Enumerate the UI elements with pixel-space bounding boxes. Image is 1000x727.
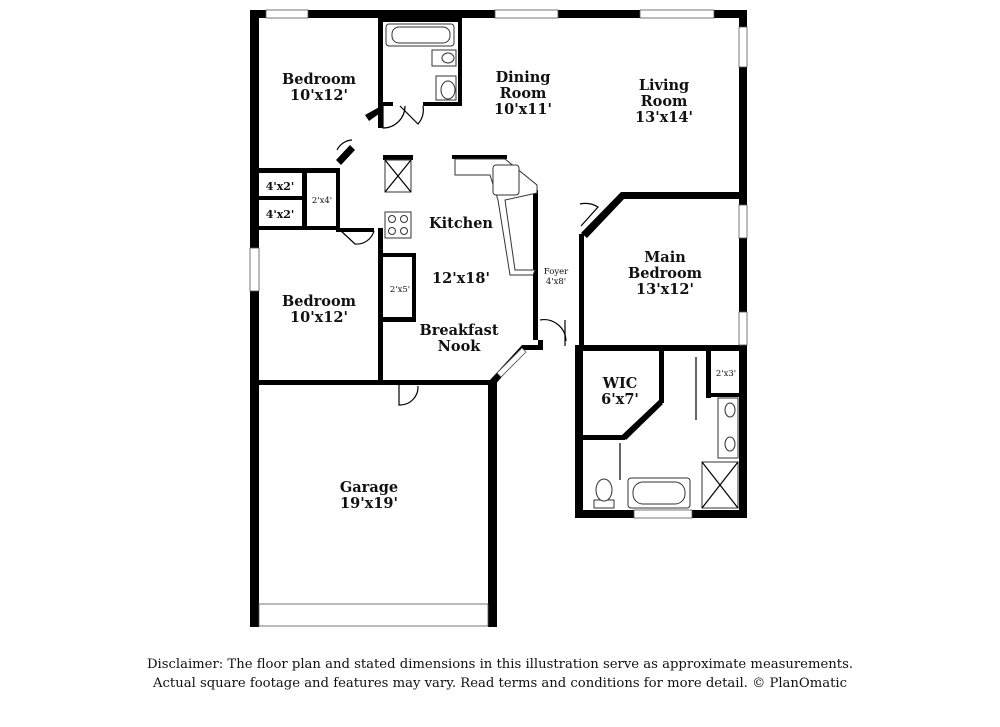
bedroom-2-dims: 10'x12': [290, 309, 348, 326]
garage-dims: 19'x19': [340, 495, 398, 512]
main-bedroom-name-2: Bedroom: [628, 265, 703, 282]
breakfast-name-1: Breakfast: [419, 322, 498, 339]
living-name-2: Room: [641, 93, 688, 110]
kitchen-dims: 12'x18': [432, 270, 490, 287]
breakfast-name-2: Nook: [438, 338, 482, 355]
living-name-1: Living: [639, 77, 689, 94]
linen-dims: 2'x3': [716, 369, 736, 379]
main-bedroom-name-1: Main: [644, 249, 686, 266]
wic-dims: 6'x7': [601, 391, 639, 408]
foyer-dims: 4'x8': [546, 277, 566, 287]
closet-1-dims: 4'x2': [266, 180, 295, 193]
fixtures: [384, 23, 739, 509]
dining-name-1: Dining: [496, 69, 551, 86]
closet-3-dims: 2'x4': [312, 196, 332, 206]
wic-name: WIC: [602, 375, 638, 392]
windows: [249, 9, 748, 627]
garage-name: Garage: [340, 479, 398, 496]
dining-name-2: Room: [500, 85, 547, 102]
room-labels: Bedroom 10'x12' Dining Room 10'x11' Livi…: [266, 69, 736, 512]
main-bedroom-dims: 13'x12': [636, 281, 694, 298]
dining-dims: 10'x11': [494, 101, 552, 118]
living-dims: 13'x14': [635, 109, 693, 126]
doors: [336, 105, 703, 480]
foyer-name: Foyer: [544, 267, 569, 277]
pantry-dims: 2'x5': [390, 285, 410, 295]
bedroom-2-name: Bedroom: [282, 293, 357, 310]
disclaimer-line-1: Disclaimer: The floor plan and stated di…: [146, 657, 854, 672]
kitchen-name: Kitchen: [429, 215, 493, 232]
bedroom-1-dims: 10'x12': [290, 87, 348, 104]
disclaimer-line-2: Actual square footage and features may v…: [153, 676, 847, 691]
bedroom-1-name: Bedroom: [282, 71, 357, 88]
closet-2-dims: 4'x2': [266, 208, 295, 221]
